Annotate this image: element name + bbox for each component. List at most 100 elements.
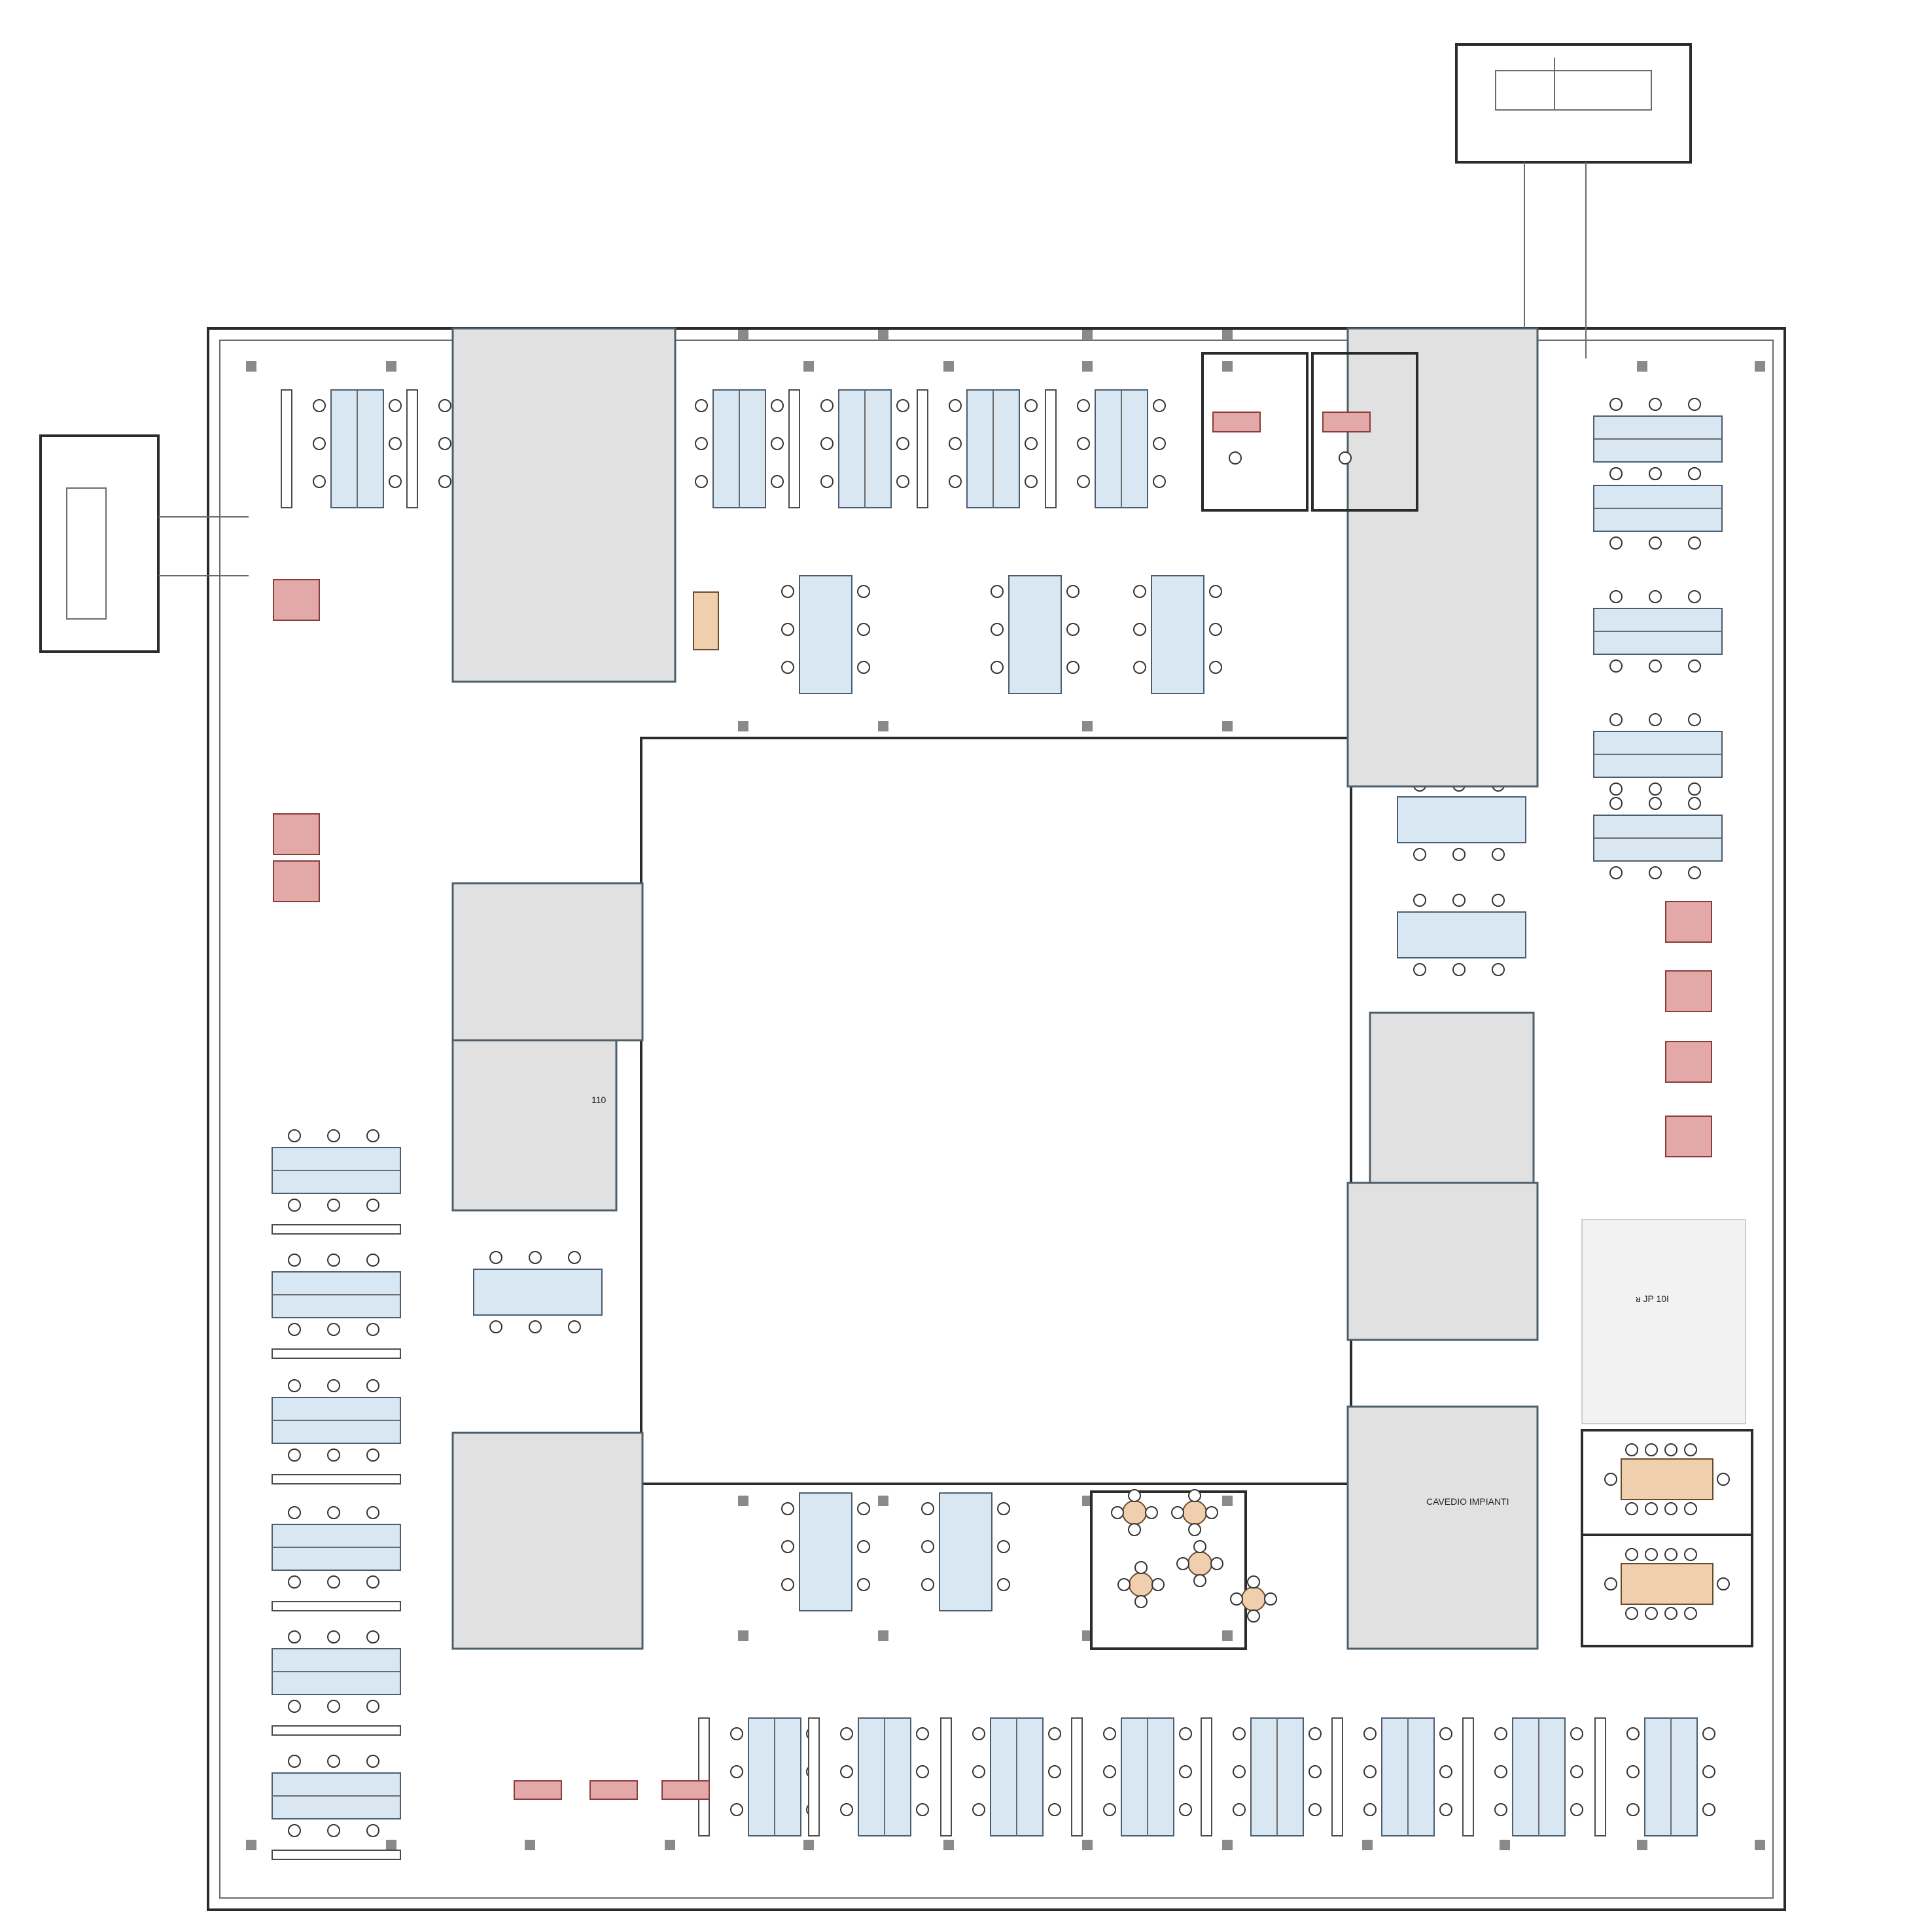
structural-column — [878, 1630, 888, 1641]
round-table — [1122, 1500, 1147, 1525]
chair — [1363, 1765, 1377, 1778]
chair — [327, 1199, 340, 1212]
chair — [1077, 437, 1090, 450]
chair — [1609, 659, 1623, 673]
chair — [1645, 1443, 1658, 1456]
storage-cabinet — [272, 1474, 401, 1484]
chair — [1625, 1548, 1638, 1561]
chair — [972, 1727, 985, 1740]
chair — [1048, 1727, 1061, 1740]
storage-cabinet — [788, 389, 800, 508]
core-west-wc — [451, 1039, 618, 1212]
small-tag-b: ᴚ JP 10I — [1636, 1293, 1669, 1304]
chair — [327, 1323, 340, 1336]
chair — [1570, 1803, 1583, 1816]
storage-cabinet — [1462, 1717, 1474, 1836]
chair — [781, 1502, 794, 1515]
structural-column — [1222, 1630, 1233, 1641]
chair — [1649, 866, 1662, 879]
chair — [366, 1129, 379, 1142]
chair — [366, 1575, 379, 1589]
chair — [1688, 398, 1701, 411]
storage-cabinet — [406, 389, 418, 508]
structural-column — [738, 330, 748, 340]
chair — [1688, 590, 1701, 603]
chair — [781, 585, 794, 598]
chair — [921, 1540, 934, 1553]
chair — [771, 437, 784, 450]
structural-column — [878, 721, 888, 731]
chair — [288, 1199, 301, 1212]
chair — [1066, 585, 1080, 598]
executive-desk — [589, 1780, 638, 1800]
workstation-cluster — [799, 575, 852, 694]
round-table — [1129, 1572, 1153, 1597]
structural-column — [878, 330, 888, 340]
structural-column — [1082, 330, 1093, 340]
workstation-cluster — [473, 1269, 603, 1316]
chair — [857, 1578, 870, 1591]
chair — [1688, 797, 1701, 810]
chair — [695, 437, 708, 450]
chair — [916, 1803, 929, 1816]
chair — [1077, 475, 1090, 488]
stair-tower-west — [39, 434, 249, 653]
structural-column — [943, 1840, 954, 1850]
structural-column — [1082, 721, 1093, 731]
chair — [1664, 1443, 1677, 1456]
chair — [857, 1540, 870, 1553]
chair — [1193, 1574, 1206, 1587]
chair — [991, 623, 1004, 636]
chair — [1363, 1727, 1377, 1740]
chair — [1649, 797, 1662, 810]
chair — [1604, 1473, 1617, 1486]
chair — [366, 1449, 379, 1462]
chair — [730, 1803, 743, 1816]
chair — [1664, 1607, 1677, 1620]
chair — [288, 1379, 301, 1392]
chair — [997, 1502, 1010, 1515]
chair — [1308, 1727, 1322, 1740]
chair — [366, 1379, 379, 1392]
chair — [820, 399, 834, 412]
chair — [1209, 585, 1222, 598]
chair — [1103, 1765, 1116, 1778]
chair — [1439, 1803, 1452, 1816]
lounge-room — [1090, 1490, 1247, 1650]
chair — [1413, 963, 1426, 976]
chair — [1193, 1540, 1206, 1553]
chair — [327, 1449, 340, 1462]
chair — [1233, 1803, 1246, 1816]
core-southeast-lifts — [1346, 1405, 1539, 1650]
storage-cabinet — [272, 1348, 401, 1359]
chair — [1128, 1523, 1141, 1536]
chair — [529, 1251, 542, 1264]
executive-desk — [273, 579, 320, 621]
chair — [1339, 451, 1352, 465]
structural-column — [878, 1496, 888, 1506]
chair — [781, 1540, 794, 1553]
chair — [1439, 1765, 1452, 1778]
chair — [1649, 536, 1662, 550]
chair — [771, 399, 784, 412]
chair — [1609, 398, 1623, 411]
storage-cabinet — [808, 1717, 820, 1836]
chair — [1413, 894, 1426, 907]
structural-column — [803, 1840, 814, 1850]
executive-desk — [1665, 1115, 1712, 1157]
chair — [1229, 451, 1242, 465]
chair — [1134, 1595, 1148, 1608]
chair — [972, 1803, 985, 1816]
chair — [1664, 1548, 1677, 1561]
chair — [1684, 1502, 1697, 1515]
storage-cabinet — [698, 1717, 710, 1836]
chair — [1702, 1727, 1715, 1740]
structural-column — [1082, 361, 1093, 372]
round-table — [1182, 1500, 1207, 1525]
structural-column — [1755, 1840, 1765, 1850]
chair — [327, 1755, 340, 1768]
chair — [1264, 1592, 1277, 1606]
workstations-east — [1593, 398, 1723, 879]
chair — [1452, 963, 1466, 976]
